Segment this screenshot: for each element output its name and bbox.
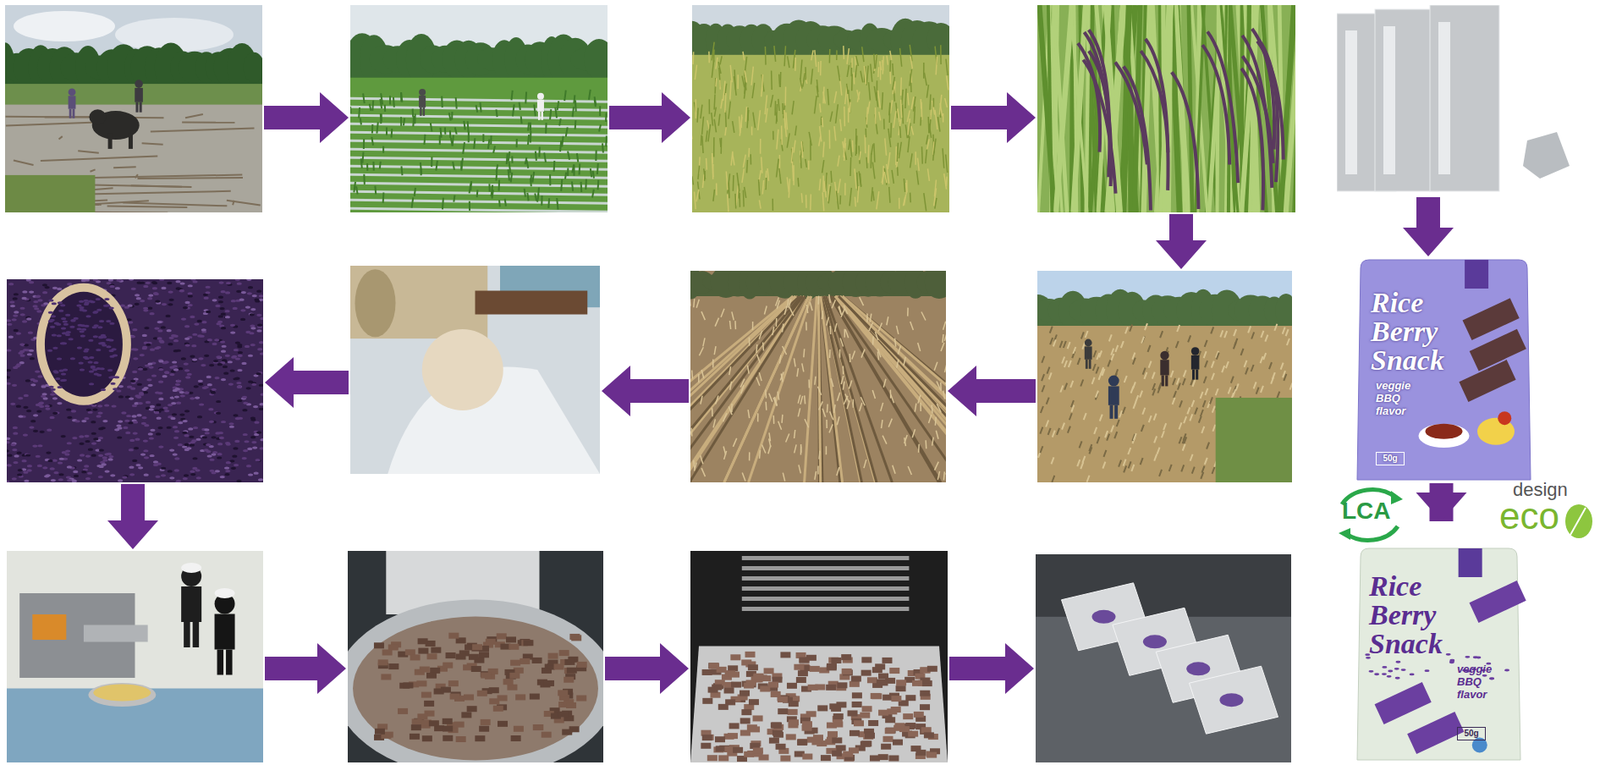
- flow-arrow: [264, 357, 349, 408]
- flow-arrow: [949, 643, 1034, 694]
- product-name: Rice Berry Snack: [1370, 288, 1473, 375]
- process-photo: [6, 279, 264, 483]
- flow-arrow: [604, 643, 689, 694]
- process-photo: [350, 265, 600, 474]
- flow-arrow: [1429, 483, 1454, 522]
- lca-logo-art: [1338, 489, 1403, 541]
- flavor-text: veggie BBQ flavor: [1457, 663, 1512, 702]
- process-photo: [6, 550, 264, 763]
- process-photo: [350, 5, 608, 213]
- flow-arrow: [609, 92, 691, 143]
- flow-arrow: [1155, 214, 1207, 270]
- package-box: Rice Berry Snack veggie BBQ flavor 50g: [1357, 259, 1531, 480]
- process-photo: [1037, 5, 1296, 213]
- flow-arrow: [263, 92, 349, 143]
- flow-arrow: [107, 483, 159, 550]
- net-weight: 50g: [1375, 451, 1405, 466]
- process-photo: [1035, 554, 1292, 763]
- logo-text: design: [1512, 480, 1568, 500]
- process-photo: [690, 270, 946, 483]
- flow-arrow: [264, 643, 347, 694]
- process-photo: [690, 550, 948, 763]
- process-photo: [1037, 270, 1293, 483]
- process-photo: [692, 5, 950, 213]
- process-photo: [347, 550, 604, 763]
- process-photo: [1336, 5, 1572, 194]
- flavor-text: veggie BBQ flavor: [1375, 379, 1429, 418]
- package-art: [1357, 259, 1531, 480]
- flow-arrow: [1402, 197, 1454, 257]
- flow-arrow: [951, 92, 1036, 143]
- eco-leaf: [1565, 504, 1593, 539]
- flow-arrow: [601, 365, 689, 417]
- product-name: Rice Berry Snack: [1369, 571, 1471, 659]
- process-photo: [5, 5, 263, 213]
- package-art: [1357, 548, 1527, 760]
- lca-logo: LCA: [1341, 499, 1392, 523]
- package-box: Rice Berry Snack veggie BBQ flavor 50g: [1357, 548, 1521, 760]
- net-weight: 50g: [1457, 726, 1486, 741]
- flow-arrow: [947, 365, 1036, 417]
- logo-text: eco: [1499, 497, 1560, 535]
